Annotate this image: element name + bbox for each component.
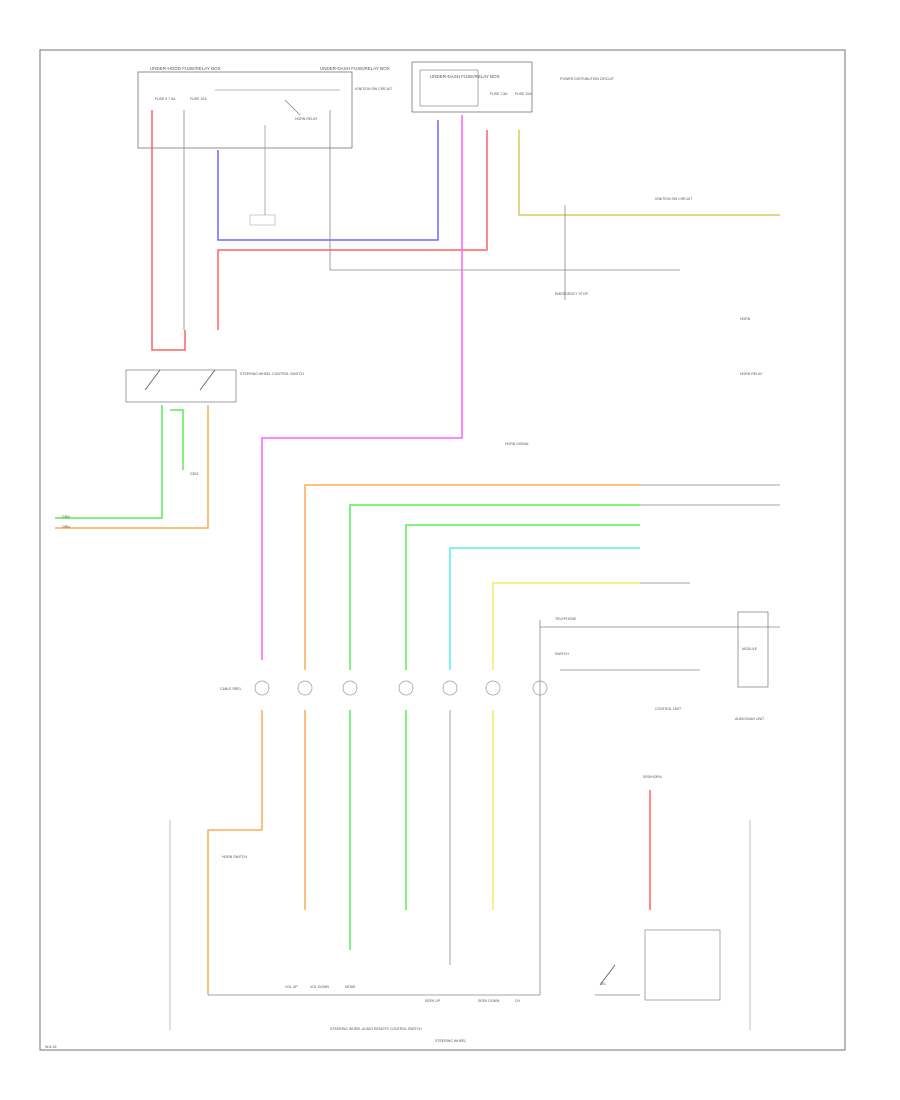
tel-label-a: TELEPHONE bbox=[555, 617, 577, 621]
fuse-c-label: FUSE 7.5A bbox=[490, 92, 508, 96]
wire-red-left bbox=[151, 110, 186, 351]
wire-olive bbox=[518, 130, 780, 216]
connector-row bbox=[254, 680, 548, 696]
page-bottom-label: STEERING WHEEL bbox=[435, 1039, 466, 1043]
switch-right: TEL bbox=[600, 982, 606, 986]
steering-bottom-label: STEERING WHEEL AUDIO REMOTE CONTROL SWIT… bbox=[330, 1027, 422, 1031]
horn-relay-label: HORN RELAY bbox=[740, 372, 763, 376]
wire-green-left-2 bbox=[170, 409, 184, 470]
horn-sw-label: HORN SWITCH bbox=[222, 855, 248, 859]
switch-mid-c: CH bbox=[515, 999, 521, 1003]
left-wire-a: GRN bbox=[62, 515, 70, 519]
bottom-switches: HORN SWITCH VOL UP VOL DOWN MODE SEEK UP… bbox=[45, 775, 751, 1049]
wire-orange-main bbox=[304, 484, 640, 670]
signal-label: HORN SIGNAL bbox=[505, 442, 529, 446]
fuse-a-label: FUSE 9 7.5A bbox=[155, 97, 176, 101]
left-wire-b: ORN bbox=[62, 525, 70, 529]
info-right-top-label: POWER DISTRIBUTION CIRCUIT bbox=[560, 77, 615, 81]
fuse-b-label: FUSE 10A bbox=[190, 97, 207, 101]
page-id: W-8-18 bbox=[45, 1045, 56, 1049]
switch-left-c: MODE bbox=[345, 985, 356, 989]
wire-orange-lower bbox=[207, 710, 263, 995]
switch-mid-b: SEEK DOWN bbox=[478, 999, 500, 1003]
wires bbox=[55, 110, 780, 995]
wire-red-right bbox=[217, 130, 488, 330]
wire-green-left bbox=[55, 405, 163, 519]
wire-blue bbox=[217, 120, 439, 241]
fuse-box-right-label: UNDER-DASH FUSE/RELAY BOX bbox=[430, 74, 500, 79]
tel-label-b: SWITCH bbox=[555, 652, 569, 656]
wire-green-main-1 bbox=[349, 504, 640, 670]
module-right-label: MODULE bbox=[742, 647, 758, 651]
cs-label: SRS/HORN bbox=[643, 775, 662, 779]
info-mid-label: IGNITION SW CIRCUIT bbox=[355, 87, 393, 91]
fuse-box-right: UNDER-DASH FUSE/RELAY BOX FUSE 7.5A FUSE… bbox=[411, 61, 615, 113]
info-right-label: IGNITION SW CIRCUIT bbox=[655, 197, 693, 201]
fuse-box-left: UNDER-HOOD FUSE/RELAY BOX UNDER-DASH FUS… bbox=[137, 66, 393, 226]
fuse-d-label: FUSE 10A bbox=[515, 92, 532, 96]
cable-reel-label: CABLE REEL bbox=[220, 687, 242, 691]
wire-green-main-2 bbox=[405, 524, 640, 670]
switch-left-b: VOL DOWN bbox=[310, 985, 329, 989]
wire-yellow bbox=[492, 582, 640, 670]
diagram-frame bbox=[39, 49, 846, 1051]
wire-orange-left bbox=[55, 405, 209, 529]
middle-labels: EMERGENCY STOP HORN SIGNAL HORN HORN REL… bbox=[220, 197, 769, 721]
wire-pink bbox=[261, 115, 463, 660]
emergency-label: EMERGENCY STOP bbox=[555, 292, 589, 296]
steering-switch-label: STEERING WHEEL CONTROL SWITCH bbox=[240, 372, 304, 376]
fuse-box-mid-label: UNDER-DASH FUSE/RELAY BOX bbox=[320, 66, 390, 71]
ground-label: G501 bbox=[190, 472, 199, 476]
fuse-box-left-label: UNDER-HOOD FUSE/RELAY BOX bbox=[150, 66, 221, 71]
wire-cyan bbox=[449, 547, 640, 670]
gray-wires bbox=[183, 110, 780, 996]
switch-left-a: VOL UP bbox=[285, 985, 298, 989]
horn-label: HORN bbox=[740, 317, 751, 321]
switch-block-left: STEERING WHEEL CONTROL SWITCH G501 GRN O… bbox=[62, 369, 304, 529]
relay-label: HORN RELAY bbox=[295, 117, 318, 121]
right-sub-label: CONTROL UNIT bbox=[655, 707, 682, 711]
audio-label: AUDIO/NAVI UNIT bbox=[735, 717, 765, 721]
switch-mid-a: SEEK UP bbox=[425, 999, 441, 1003]
